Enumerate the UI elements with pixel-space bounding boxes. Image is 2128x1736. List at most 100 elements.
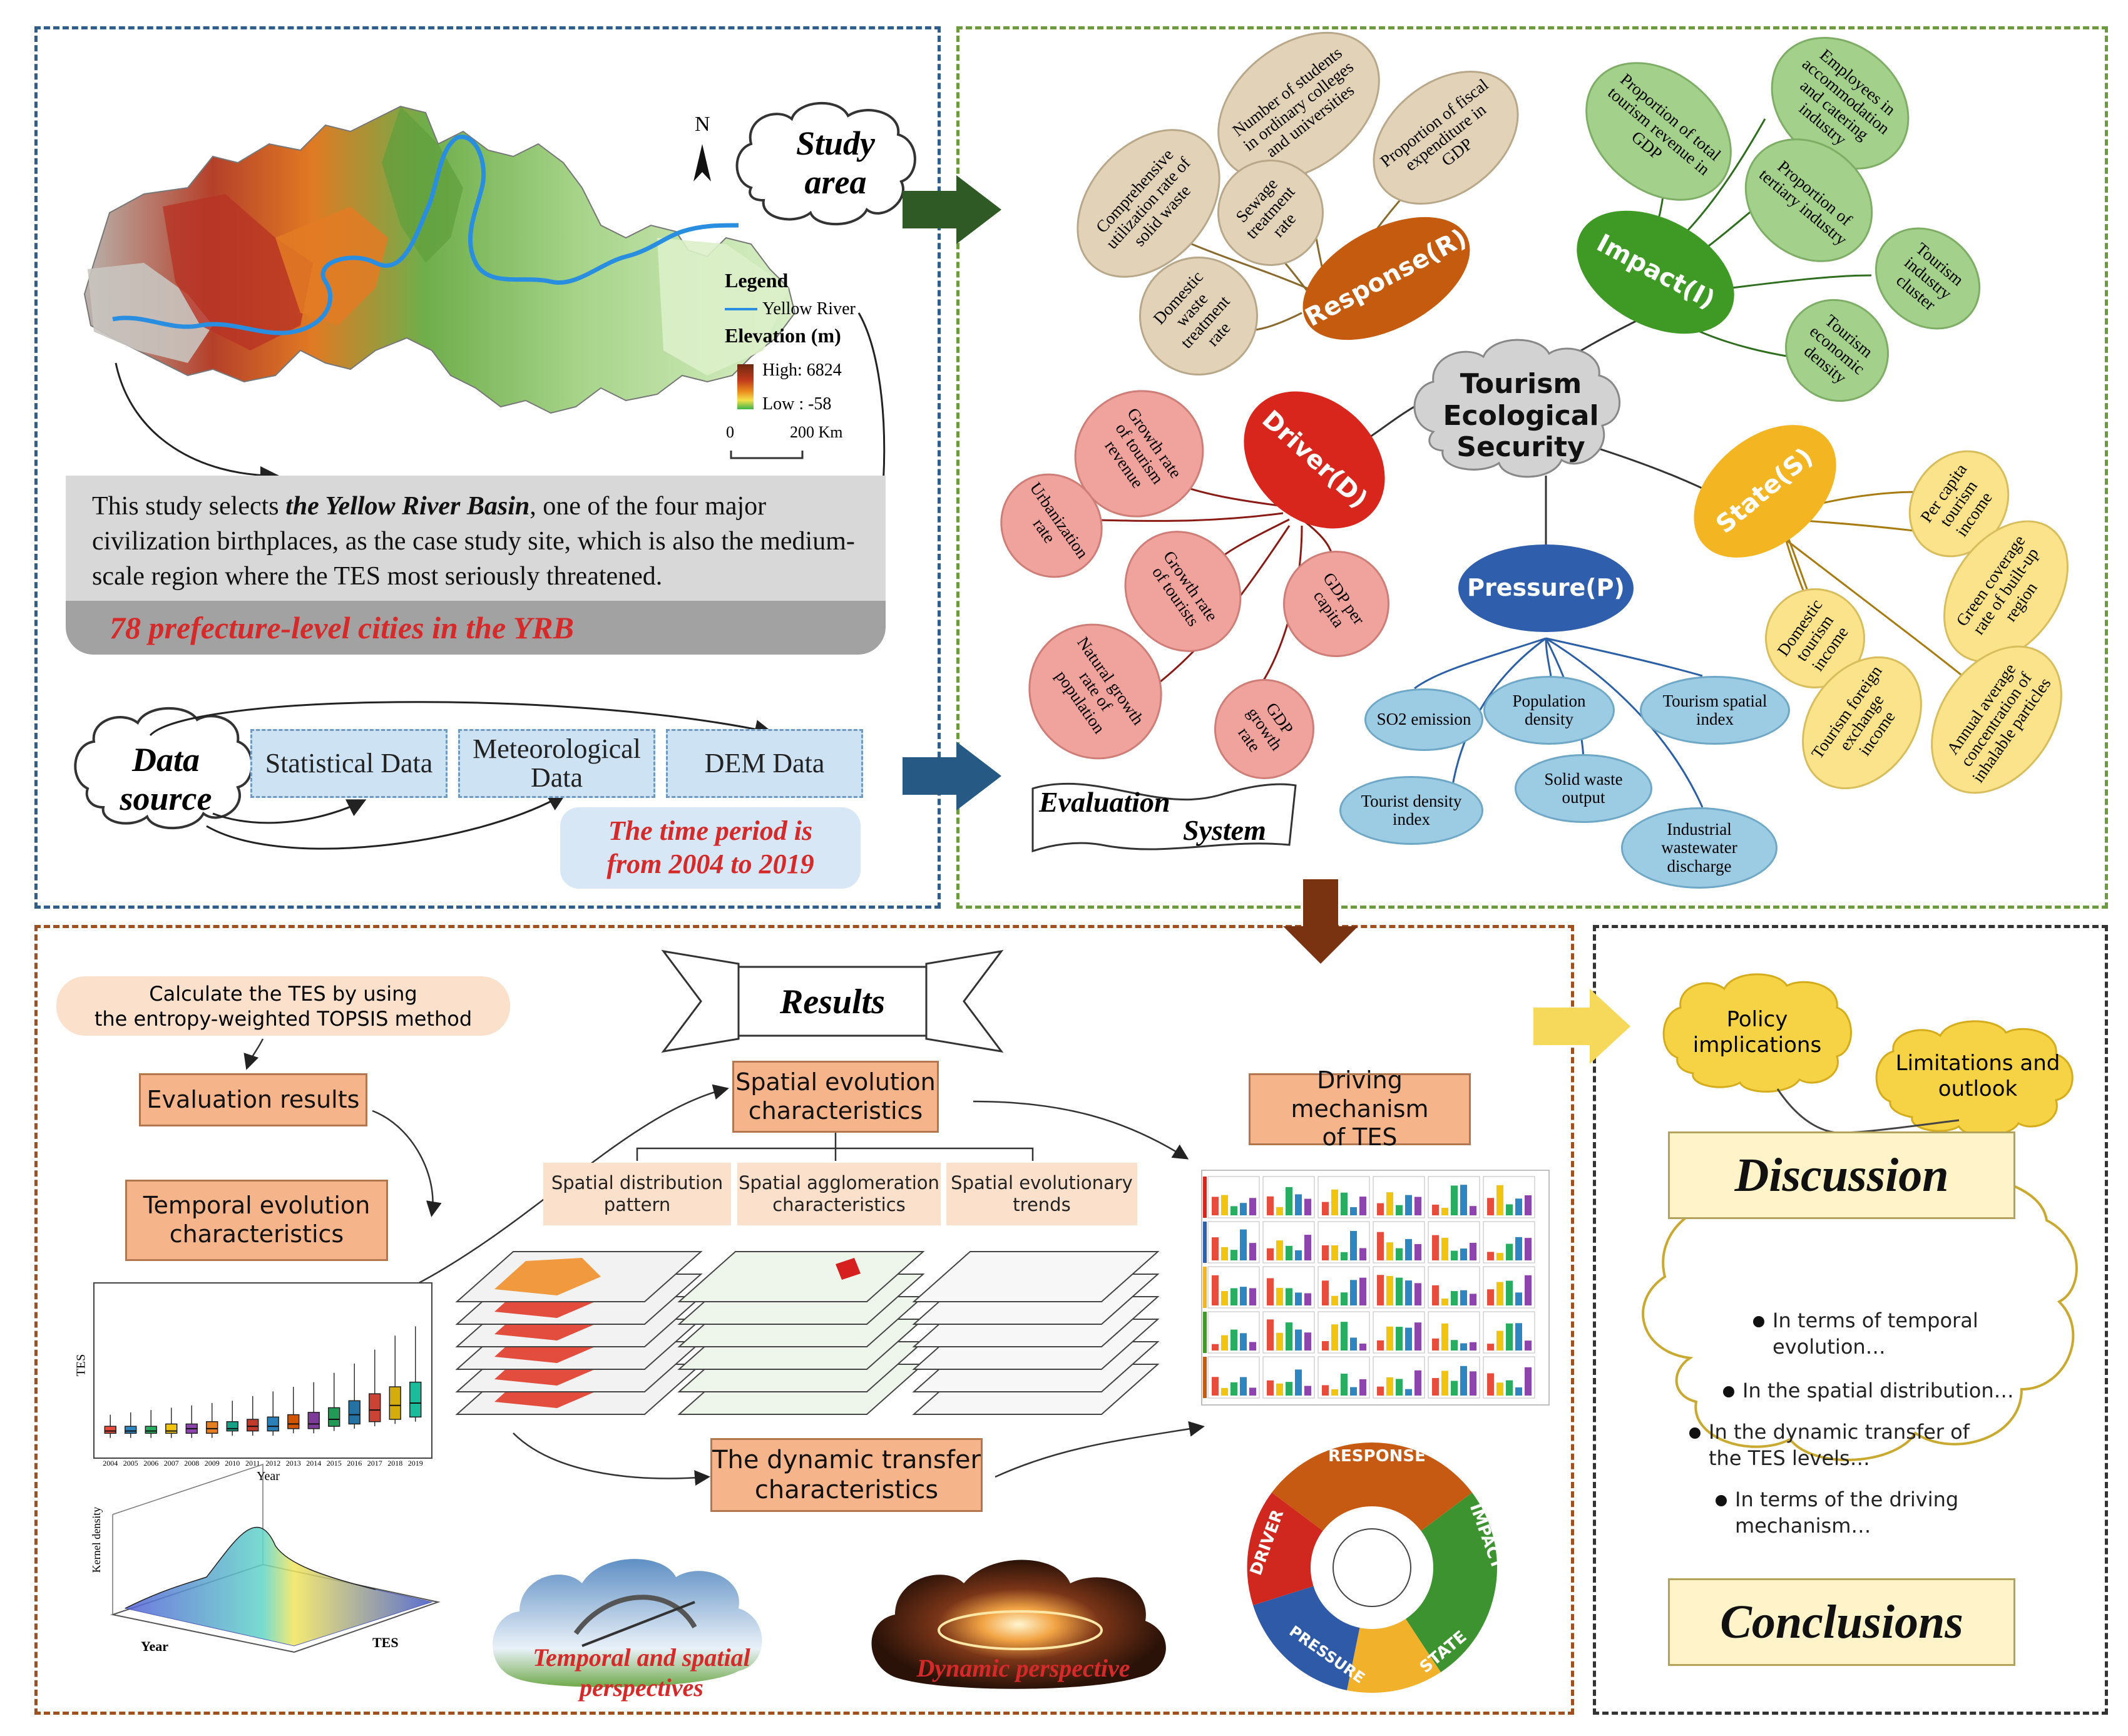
conclusions-title: Conclusions: [1668, 1578, 2015, 1666]
boxplot-ylabel: TES: [74, 1354, 88, 1377]
mini-bar: [1331, 1295, 1338, 1305]
limitations-label: Limitations and outlook: [1895, 1051, 2060, 1101]
bullet-dot: [1689, 1427, 1701, 1439]
mini-bar: [1240, 1333, 1247, 1351]
mini-bar: [1451, 1185, 1458, 1215]
tick-label: 2018: [387, 1459, 402, 1468]
mini-bar: [1240, 1229, 1247, 1260]
temporal-spatial-label: Temporal and spatial perspectives: [533, 1643, 750, 1702]
pressure-item: Tourism spatial index: [1640, 676, 1790, 745]
mini-bar: [1396, 1248, 1403, 1260]
row-strip: [1203, 1177, 1207, 1218]
arrow-down-to-results: [1283, 879, 1358, 964]
mini-bar: [1359, 1379, 1366, 1396]
bullet-dot: [1716, 1495, 1727, 1506]
mini-bar: [1525, 1367, 1532, 1396]
mini-bar: [1212, 1197, 1219, 1215]
mini-bar: [1240, 1287, 1247, 1305]
mini-bar: [1460, 1290, 1467, 1305]
yellow-river-basin-map: [83, 105, 796, 414]
mini-bar: [1414, 1322, 1421, 1351]
mini-bar: [1396, 1379, 1403, 1396]
mini-bar: [1470, 1242, 1476, 1260]
mini-bar: [1460, 1248, 1467, 1260]
mini-bar: [1240, 1377, 1247, 1396]
conclusion-bullet: In the dynamic transfer of the TES level…: [1709, 1420, 1970, 1470]
mini-bar: [1525, 1238, 1532, 1260]
mini-bar: [1487, 1373, 1494, 1396]
tick-label: 2016: [347, 1459, 362, 1468]
mini-bar: [1295, 1292, 1302, 1305]
dynamic-transfer-box: The dynamic transfer characteristics: [710, 1438, 983, 1512]
mini-bar: [1414, 1243, 1421, 1260]
pressure-item: Industrial wastewater discharge: [1621, 807, 1778, 889]
arrow-data-to-evaluation: [903, 742, 1001, 810]
policy-cloud: [1662, 973, 1852, 1093]
pressure-item: Population density: [1483, 676, 1615, 745]
mini-bar: [1377, 1340, 1384, 1351]
mini-bar: [1221, 1335, 1228, 1351]
legend-title: Legend: [725, 269, 789, 292]
statistical-data-box: Statistical Data: [250, 729, 448, 798]
mini-bar: [1396, 1327, 1403, 1351]
mini-bar: [1249, 1288, 1256, 1305]
mini-bar: [1276, 1207, 1283, 1215]
boxplot-xlabel: Year: [257, 1469, 280, 1483]
kernel-density-3d-chart: [110, 1463, 441, 1653]
mini-bar: [1432, 1235, 1439, 1260]
mini-bar: [1451, 1250, 1458, 1260]
mini-bar: [1331, 1245, 1338, 1260]
mini-bar: [1487, 1289, 1494, 1305]
mini-bar: [1286, 1187, 1292, 1215]
dem-data-box: DEM Data: [666, 729, 863, 798]
mini-bar: [1249, 1342, 1256, 1351]
box-2019: [409, 1381, 422, 1418]
mini-bar: [1496, 1185, 1503, 1215]
bullet-dot: [1723, 1386, 1734, 1397]
data-source-title: Data source: [120, 740, 212, 817]
mini-bar: [1386, 1242, 1393, 1260]
map-region: [494, 1258, 601, 1295]
mini-bar: [1304, 1332, 1311, 1351]
row-strip: [1203, 1312, 1207, 1353]
mini-bar: [1386, 1192, 1393, 1215]
mini-bar: [1230, 1288, 1237, 1305]
mini-bar: [1506, 1243, 1513, 1260]
scale-bar: [730, 451, 804, 459]
mini-bar: [1240, 1203, 1247, 1215]
legend-river-label: Yellow River: [762, 299, 856, 319]
study-area-cloud: [735, 102, 916, 226]
box-2009: [206, 1421, 218, 1434]
mini-bar: [1249, 1387, 1256, 1396]
tick-label: 2010: [225, 1459, 240, 1468]
mini-bar: [1341, 1192, 1348, 1215]
tick-label: 2012: [265, 1459, 280, 1468]
tick-label: 2004: [103, 1459, 118, 1468]
study-area-description: This study selects the Yellow River Basi…: [66, 476, 886, 601]
mini-bar: [1295, 1250, 1302, 1260]
mini-bar: [1322, 1245, 1329, 1260]
mini-bar: [1341, 1252, 1348, 1260]
mini-bar: [1267, 1248, 1274, 1260]
box-2011: [247, 1419, 259, 1432]
time-period: The time period is from 2004 to 2019: [560, 807, 861, 889]
mini-bar: [1470, 1342, 1476, 1351]
tick-label: 2013: [286, 1459, 301, 1468]
panel-discussion: [1593, 925, 2108, 1715]
study-area-title: Study area: [795, 124, 876, 201]
results-banner-label: Results: [779, 982, 886, 1021]
dynamic-perspective-label: Dynamic perspective: [916, 1653, 1130, 1682]
box-2016: [348, 1400, 361, 1425]
mini-bar: [1441, 1371, 1448, 1396]
box-2006: [145, 1426, 157, 1434]
driving-mechanism-box: Driving mechanism of TES: [1249, 1066, 1471, 1151]
panel-results: [34, 925, 1574, 1715]
mini-bar: [1304, 1235, 1311, 1260]
bullet-dot: [1753, 1316, 1764, 1327]
mini-bar: [1359, 1197, 1366, 1215]
elevation-swatch: [737, 364, 754, 409]
mini-bar: [1331, 1324, 1338, 1351]
mini-bar: [1525, 1340, 1532, 1351]
dynamic-perspective-image: [871, 1560, 1166, 1689]
